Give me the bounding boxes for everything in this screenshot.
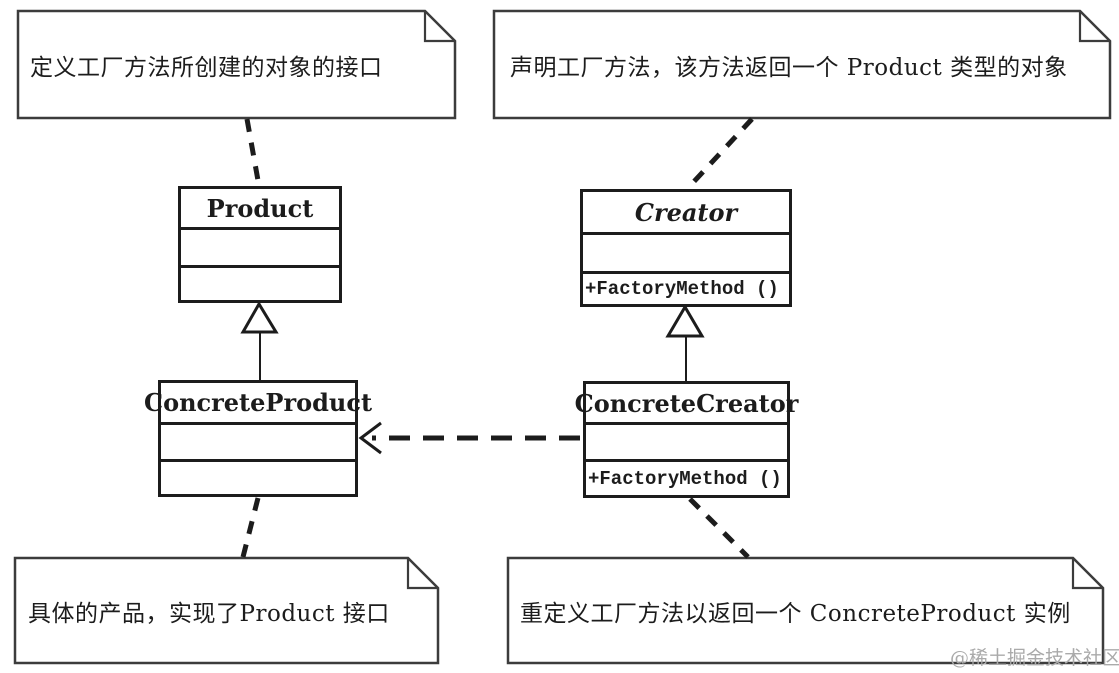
class-name-product: Product xyxy=(181,189,339,230)
note-shape-top-right xyxy=(492,9,1112,120)
note-connector-bottom-left xyxy=(240,497,261,558)
note-connector-bottom-right xyxy=(688,497,750,559)
methods-compartment-concrete-product xyxy=(161,462,355,494)
note-shape-bottom-right xyxy=(506,556,1105,665)
methods-compartment-creator: +FactoryMethod () xyxy=(585,278,779,300)
note-top-left: 定义工厂方法所创建的对象的接口 xyxy=(30,54,383,81)
attributes-compartment-product xyxy=(181,230,339,268)
methods-compartment-product xyxy=(181,268,339,300)
attributes-compartment-concrete-creator xyxy=(586,425,787,462)
note-top-right: 声明工厂方法，该方法返回一个 Product 类型的对象 xyxy=(510,54,1068,81)
note-connector-top-left xyxy=(244,118,262,187)
note-shape-bottom-left xyxy=(13,556,440,665)
class-name-concrete-creator: ConcreteCreator xyxy=(575,384,798,425)
class-box-concrete-creator: ConcreteCreator +FactoryMethod () xyxy=(575,381,798,498)
note-bottom-left: 具体的产品，实现了Product 接口 xyxy=(28,600,390,627)
dependency-arrow xyxy=(358,421,580,455)
note-shape-top-left xyxy=(16,9,457,120)
class-box-product: Product xyxy=(178,186,342,303)
class-name-creator: Creator xyxy=(583,192,789,235)
inheritance-arrow-product xyxy=(240,301,279,380)
attributes-compartment-creator xyxy=(583,235,789,274)
note-connector-top-right xyxy=(686,117,754,190)
class-box-creator: Creator +FactoryMethod () xyxy=(580,189,792,307)
inheritance-arrow-creator xyxy=(665,304,705,381)
attributes-compartment-concrete-product xyxy=(161,425,355,462)
methods-compartment-concrete-creator: +FactoryMethod () xyxy=(588,467,782,490)
class-box-concrete-product: ConcreteProduct xyxy=(144,380,372,497)
class-name-concrete-product: ConcreteProduct xyxy=(144,383,372,425)
watermark: @稀土掘金技术社区 xyxy=(950,647,1119,669)
note-bottom-right: 重定义工厂方法以返回一个 ConcreteProduct 实例 xyxy=(520,600,1071,627)
